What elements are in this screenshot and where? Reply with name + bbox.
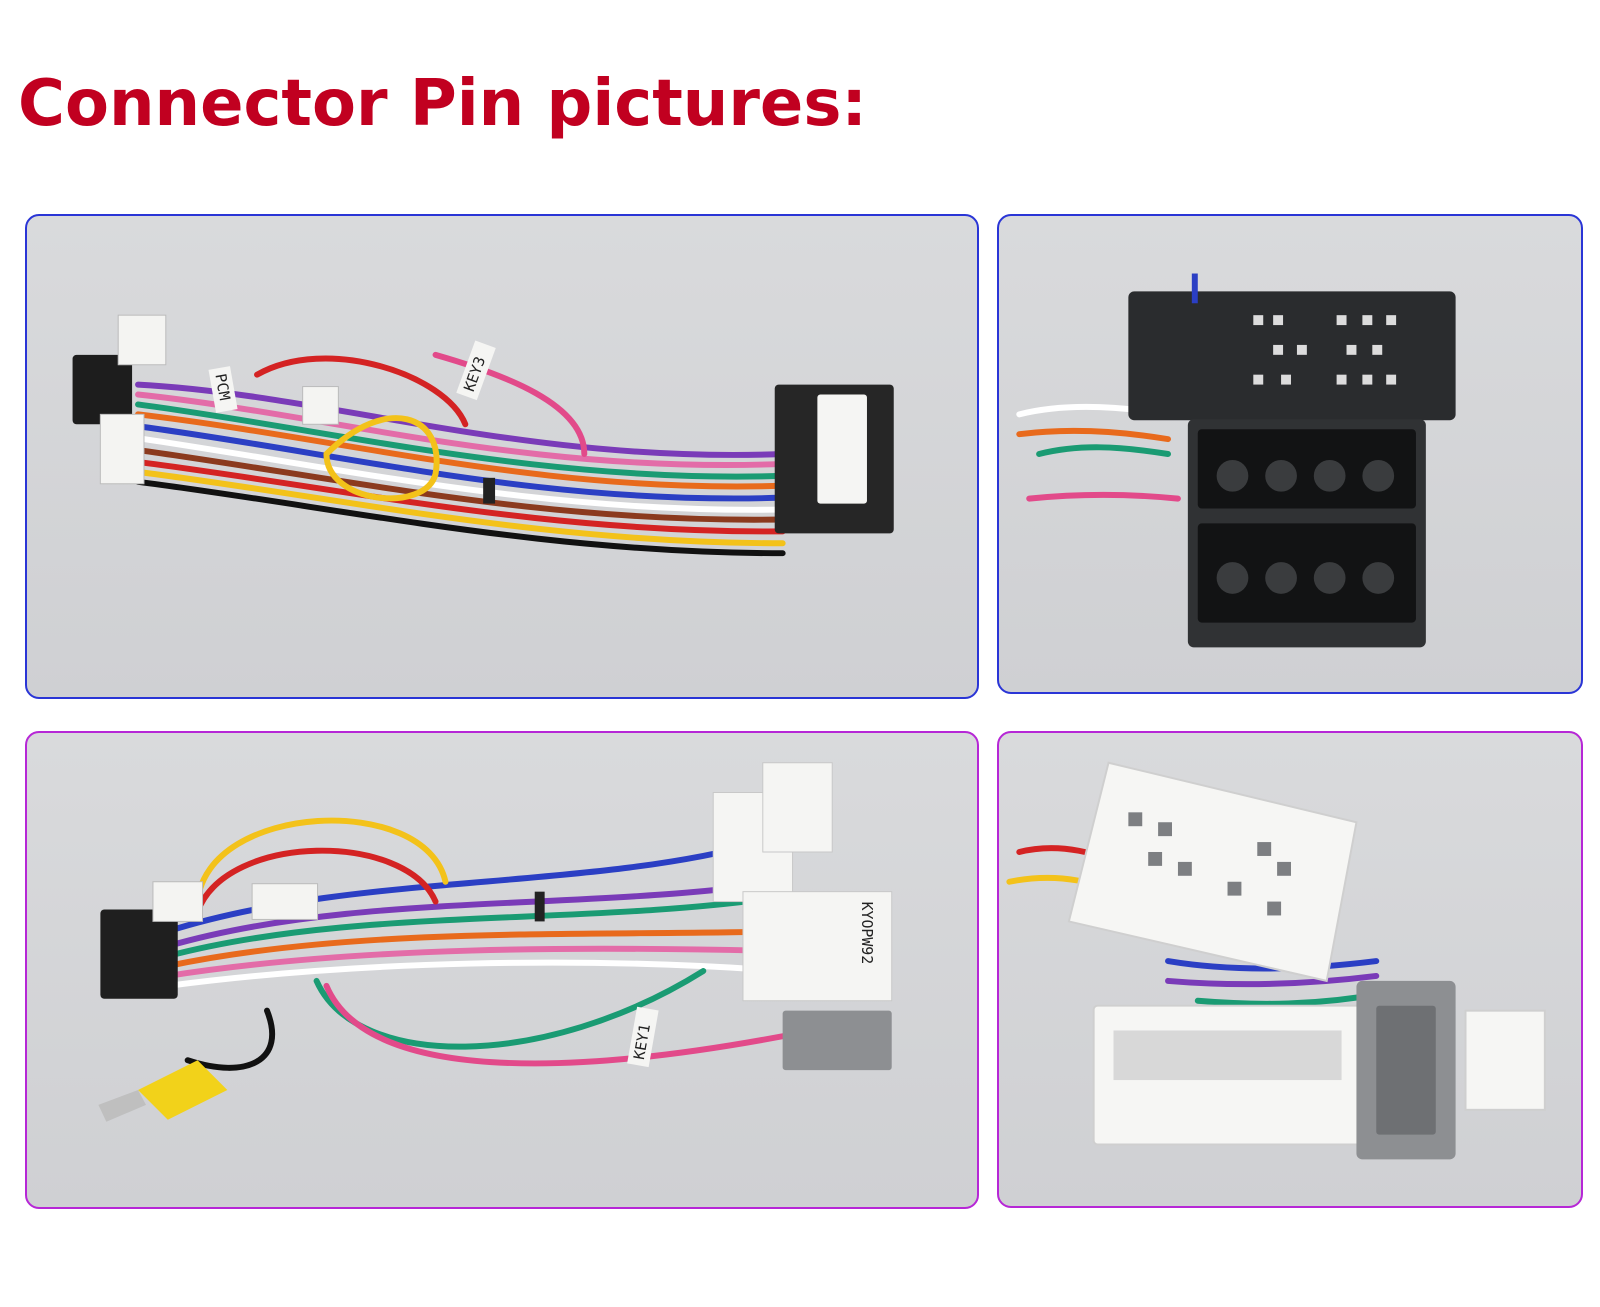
photo-harness-overview-top: PCM KEY3 [25,214,979,699]
photo-harness-overview-bottom: KYOPW92 KEY1 [25,731,979,1209]
harness-illustration: PCM KEY3 [72,314,894,557]
page-title: Connector Pin pictures: [18,67,867,141]
wire-tag-key1: KEY1 [630,1023,654,1061]
connector-illustration [1006,761,1546,1160]
connector-illustration [1016,273,1456,648]
photo-iso-connector-closeup [997,214,1583,694]
wire-tag-kyopw92: KYOPW92 [858,902,876,965]
wire-tag-pcm: PCM [211,372,233,402]
harness-illustration: KYOPW92 KEY1 [98,762,893,1122]
photo-oem-connectors-closeup [997,731,1583,1208]
